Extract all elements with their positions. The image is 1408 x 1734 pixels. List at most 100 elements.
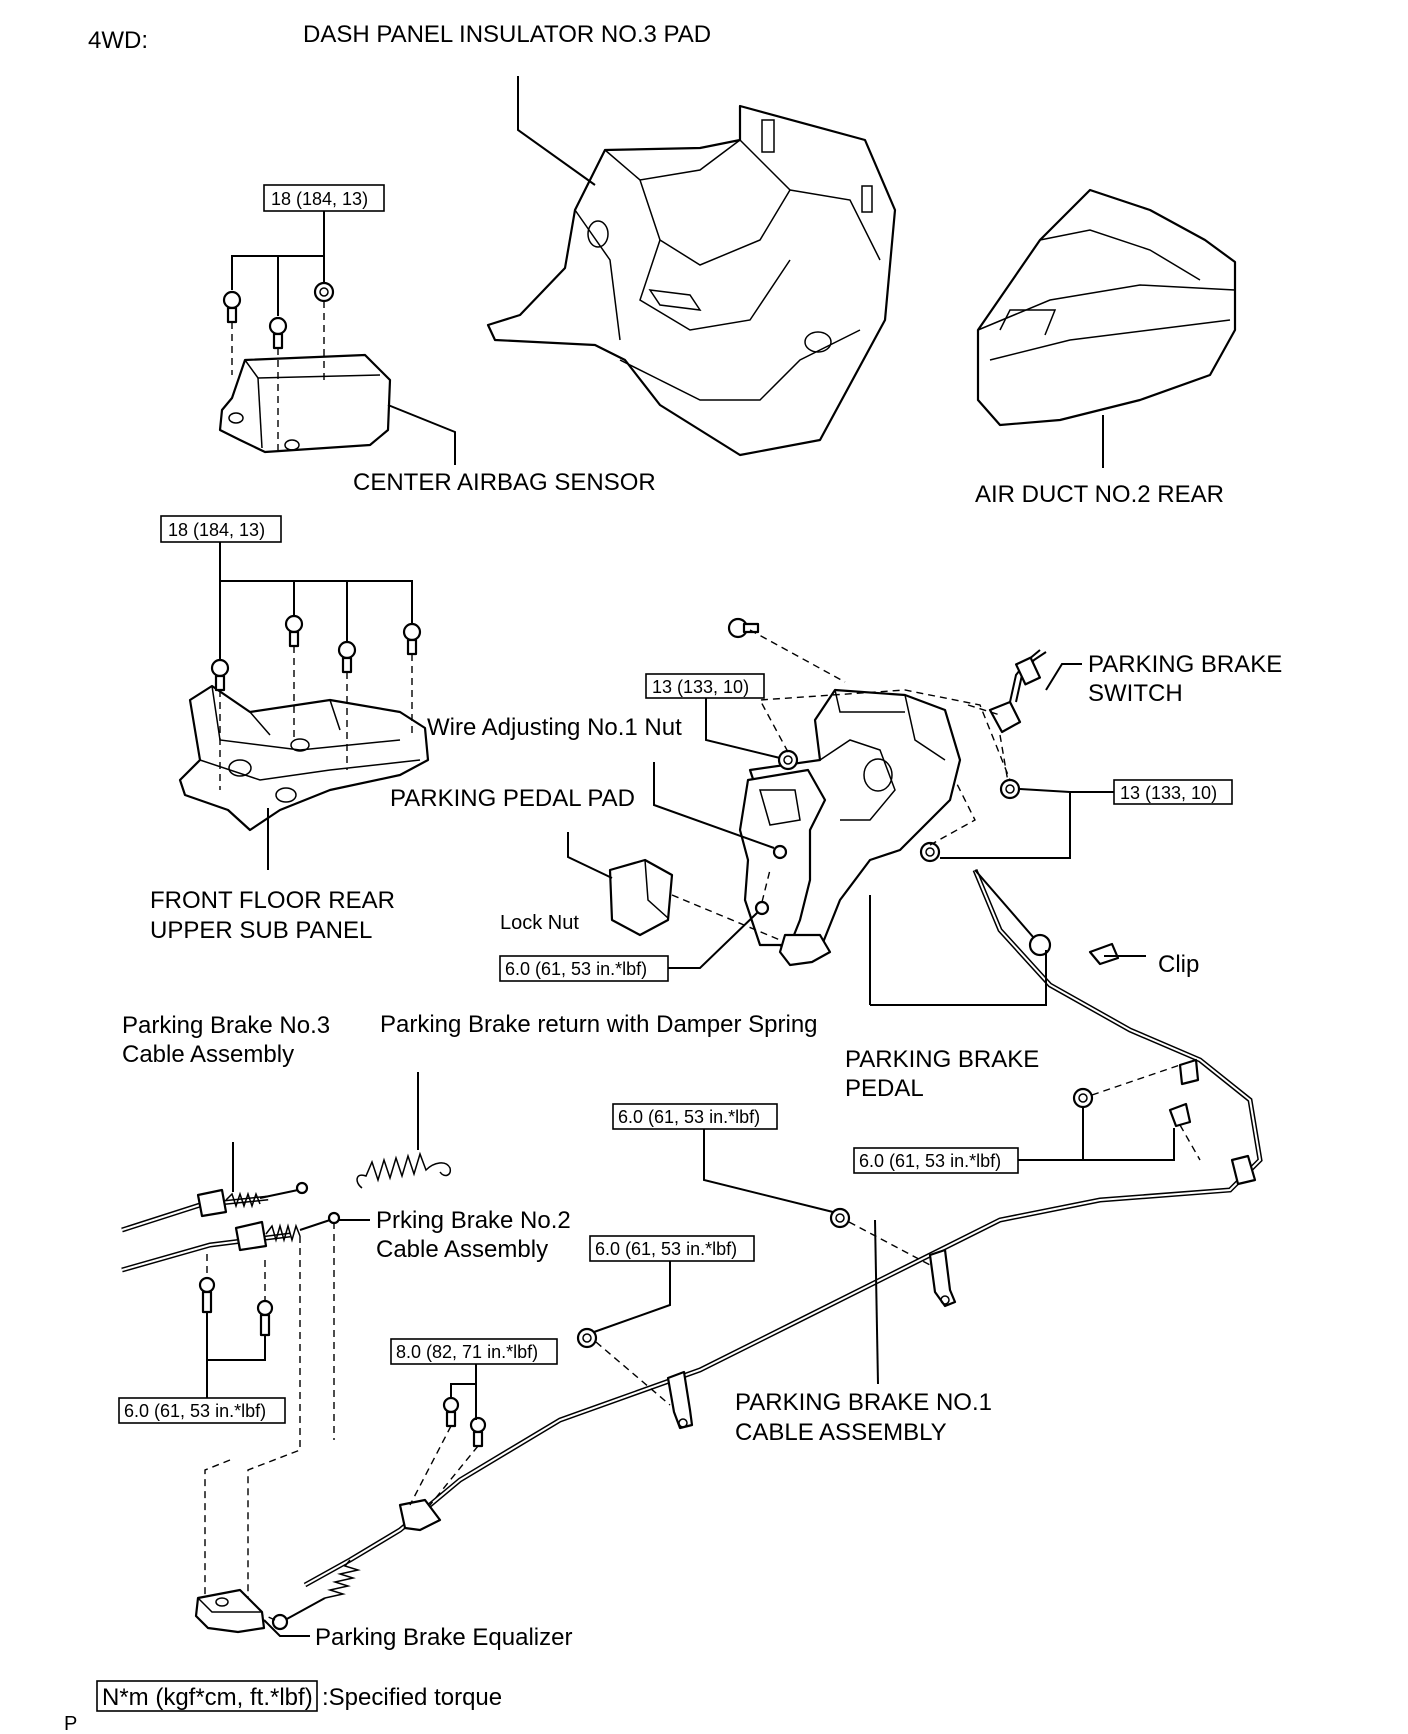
floor-panel-bolt-dashes xyxy=(219,646,413,790)
cable-guide xyxy=(398,1498,442,1532)
label-wire-adjusting-nut: Wire Adjusting No.1 Nut xyxy=(427,714,682,741)
cable-mid-dashes xyxy=(848,1221,931,1266)
leader-torque-cable-low xyxy=(593,1261,671,1333)
pedal-nut-right-1 xyxy=(999,778,1021,800)
label-no2-cable-line1: Prking Brake No.2 xyxy=(376,1207,571,1234)
floor-panel-bolts xyxy=(210,614,422,692)
damper-spring xyxy=(356,1151,452,1189)
legend-torque-description: :Specified torque xyxy=(322,1684,502,1711)
label-equalizer: Parking Brake Equalizer xyxy=(315,1624,572,1651)
parking-brake-no1-cable-inner xyxy=(304,869,1262,1586)
leader-torque-pedal-upper xyxy=(705,698,781,759)
torque-box-cable-low xyxy=(589,1235,755,1262)
torque-guide-bolts: 8.0 (82, 71 in.*lbf) xyxy=(396,1342,538,1362)
leader-switch xyxy=(1045,663,1082,691)
no2-cable-bolt-dashes xyxy=(206,1254,266,1301)
airbag-bolt-1 xyxy=(222,290,242,324)
leader-torque-pedal-right xyxy=(940,788,1114,859)
pedal-bolt-top xyxy=(727,617,760,639)
leader-airbag-sensor xyxy=(387,404,456,465)
cable-bracket-upper-right xyxy=(1178,1058,1200,1086)
cable-nut-right xyxy=(1072,1087,1094,1109)
torque-box-cable-left xyxy=(118,1397,286,1424)
footer-mark: P xyxy=(64,1713,77,1734)
label-damper-spring: Parking Brake return with Damper Spring xyxy=(380,1011,818,1038)
cable-bolt-right xyxy=(1168,1102,1192,1128)
no2-cable-bolts xyxy=(198,1276,274,1337)
parking-brake-equalizer xyxy=(194,1588,266,1634)
label-lock-nut: Lock Nut xyxy=(500,912,579,934)
legend-torque-box xyxy=(96,1680,318,1712)
torque-box-floor-panel xyxy=(160,515,282,543)
guide-bolt-dashes xyxy=(409,1425,479,1506)
cable-right-dashes xyxy=(1091,1064,1201,1161)
label-air-duct: AIR DUCT NO.2 REAR xyxy=(975,481,1224,508)
cable-bracket-right-lower xyxy=(1230,1154,1257,1186)
cable-bracket-low xyxy=(666,1370,694,1430)
pedal-cable-rod xyxy=(974,869,1041,946)
torque-airbag: 18 (184, 13) xyxy=(271,189,368,209)
leader-torque-lock-nut xyxy=(668,911,759,969)
parking-brake-switch xyxy=(988,649,1047,734)
label-dash-panel-pad: DASH PANEL INSULATOR NO.3 PAD xyxy=(303,21,711,48)
wire-adjusting-nut xyxy=(772,844,788,860)
leader-torque-cable-left xyxy=(206,1312,266,1398)
pedal-dashes xyxy=(671,629,1011,941)
no2-cable-end xyxy=(234,1211,341,1252)
leader-torque-airbag xyxy=(231,211,325,316)
torque-box-guide-bolts xyxy=(390,1338,558,1365)
label-switch-line2: SWITCH xyxy=(1088,680,1183,707)
leader-no1-cable xyxy=(874,1219,879,1385)
label-switch-line1: PARKING BRAKE xyxy=(1088,651,1282,678)
label-no2-cable-line2: Cable Assembly xyxy=(376,1236,548,1263)
air-duct-no2-rear xyxy=(976,188,1237,427)
cable-spring-lower xyxy=(324,1559,361,1599)
cable-nut-mid xyxy=(829,1207,851,1229)
equalizer-dashes xyxy=(204,1222,335,1621)
label-airbag-sensor: CENTER AIRBAG SENSOR xyxy=(353,469,656,496)
leader-parking-brake-pedal xyxy=(869,895,1047,1006)
leader-torque-cable-right xyxy=(1018,1108,1175,1161)
cable-end-rod xyxy=(284,1597,326,1621)
clip xyxy=(1088,942,1146,966)
airbag-nut xyxy=(313,281,335,303)
label-no1-cable-line2: CABLE ASSEMBLY xyxy=(735,1419,947,1446)
leader-torque-floor-panel xyxy=(219,542,413,660)
torque-box-pedal-right xyxy=(1113,779,1233,805)
torque-cable-mid: 6.0 (61, 53 in.*lbf) xyxy=(618,1107,760,1127)
torque-cable-low: 6.0 (61, 53 in.*lbf) xyxy=(595,1239,737,1259)
torque-box-cable-mid xyxy=(612,1103,778,1130)
guide-bolts xyxy=(442,1396,487,1448)
torque-box-airbag xyxy=(263,184,385,212)
torque-lock-nut: 6.0 (61, 53 in.*lbf) xyxy=(505,959,647,979)
pedal-nut-upper xyxy=(777,749,799,771)
pedal-nut-right-2 xyxy=(919,841,941,863)
cable-low-dashes xyxy=(595,1341,671,1406)
cable-nut-low xyxy=(576,1327,598,1349)
label-parking-pedal-pad: PARKING PEDAL PAD xyxy=(390,785,635,812)
leader-parking-pedal-pad xyxy=(567,832,613,879)
dash-panel-insulator-pad xyxy=(486,104,897,457)
leader-dash-panel-pad xyxy=(517,76,596,186)
label-parking-brake-pedal-line1: PARKING BRAKE xyxy=(845,1046,1039,1073)
torque-pedal-right: 13 (133, 10) xyxy=(1120,783,1217,803)
leader-wire-adjusting-nut xyxy=(653,762,775,849)
variant-label: 4WD: xyxy=(88,27,148,54)
label-no3-cable-line1: Parking Brake No.3 xyxy=(122,1012,330,1039)
cable-bracket-mid xyxy=(928,1248,957,1308)
torque-box-cable-right xyxy=(853,1147,1019,1174)
label-front-floor-line1: FRONT FLOOR REAR xyxy=(150,887,395,914)
label-parking-brake-pedal-line2: PEDAL xyxy=(845,1075,924,1102)
front-floor-rear-upper-sub-panel xyxy=(178,684,430,832)
leader-torque-guide-bolts xyxy=(450,1364,477,1420)
center-airbag-sensor xyxy=(218,353,392,454)
label-no1-cable-line1: PARKING BRAKE NO.1 xyxy=(735,1389,992,1416)
torque-pedal-upper: 13 (133, 10) xyxy=(652,677,749,697)
label-no3-cable-line2: Cable Assembly xyxy=(122,1041,294,1068)
pedal-foot-pad xyxy=(778,933,832,967)
cable-end-eye xyxy=(271,1613,289,1631)
leader-equalizer xyxy=(263,1619,310,1637)
no3-cable-end xyxy=(196,1181,309,1218)
label-clip: Clip xyxy=(1158,951,1199,978)
